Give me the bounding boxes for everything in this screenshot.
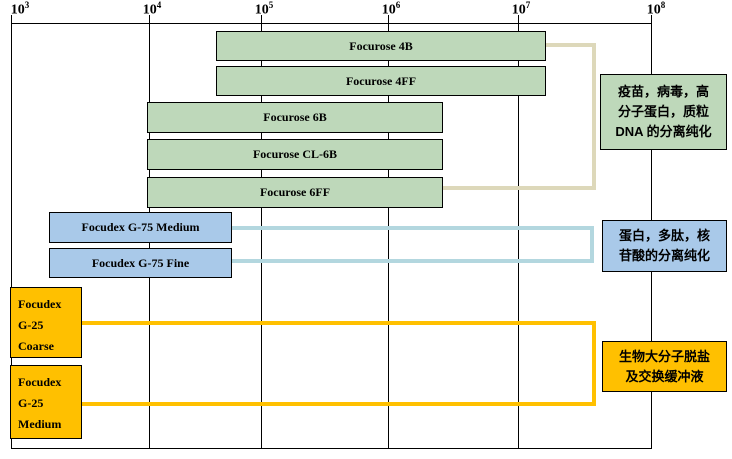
bar-focurose-6b: Focurose 6B (147, 102, 443, 133)
connector-g75-top (232, 226, 594, 230)
gridline-10e6 (388, 23, 389, 448)
axis-label-10e4: 104 (142, 0, 162, 18)
axis-label-10e6: 106 (381, 0, 401, 18)
annotation-line: 分子蛋白，质粒 (617, 104, 709, 119)
x-axis-line (11, 23, 652, 24)
tick-10e4 (149, 15, 150, 24)
bar-focudex-g25-medium: Focudex G-25 Medium (10, 365, 82, 439)
connector-agarose-vertical (592, 43, 596, 190)
bar-label: Focurose 6B (263, 110, 327, 124)
bar-label-line: Focudex (18, 297, 62, 311)
gridline-10e7 (518, 23, 519, 448)
tick-10e5 (261, 15, 262, 24)
bar-label: Focurose 4B (349, 38, 413, 53)
axis-label-10e3: 103 (10, 0, 30, 18)
bar-focurose-4ff: Focurose 4FF (216, 66, 546, 96)
annotation-g25-applications: 生物大分子脱盐 及交换缓冲液 (602, 341, 727, 392)
bar-label: Focurose 6FF (259, 185, 331, 199)
tick-10e6 (388, 15, 389, 24)
bar-focurose-cl-6b: Focurose CL-6B (147, 139, 443, 170)
gridline-10e3 (11, 23, 12, 448)
bar-label: Focudex G-75 Fine (91, 255, 190, 270)
annotation-line: 生物大分子脱盐 (618, 348, 710, 364)
bar-label: Focurose CL-6B (252, 147, 338, 161)
bar-focudex-g75-fine: Focudex G-75 Fine (49, 248, 232, 278)
connector-g25-bottom (82, 402, 596, 406)
axis-label-10e7: 107 (511, 0, 531, 18)
axis-label-10e8: 108 (646, 0, 666, 18)
bar-label: Focurose 4FF (345, 73, 417, 88)
annotation-line: 疫苗，病毒，高 (617, 84, 709, 99)
annotation-line: DNA 的分离纯化 (615, 124, 712, 139)
bar-label-line: Focudex (18, 375, 62, 389)
connector-agarose-top (545, 43, 596, 47)
bar-label: Focudex G-75 Medium (81, 220, 200, 234)
connector-agarose-bottom (443, 186, 596, 190)
tick-10e7 (518, 15, 519, 24)
bar-focurose-4b: Focurose 4B (216, 31, 546, 61)
annotation-line: 蛋白，多肽，核 (618, 228, 710, 243)
connector-g75-bottom (232, 259, 594, 263)
tick-10e8 (651, 15, 652, 24)
annotation-line: 及交换缓冲液 (625, 368, 704, 384)
connector-g25-vertical (592, 321, 596, 406)
bar-label-line: Coarse (18, 339, 54, 353)
connector-g75-vertical (590, 226, 594, 263)
bar-label-line: G-25 (18, 318, 44, 332)
bar-focurose-6ff: Focurose 6FF (147, 177, 443, 208)
annotation-line: 苷酸的分离纯化 (618, 248, 710, 263)
connector-g25-top (82, 321, 596, 325)
bar-focudex-g75-medium: Focudex G-75 Medium (49, 212, 232, 243)
bar-label-line: G-25 (18, 396, 44, 410)
annotation-g75-applications: 蛋白，多肽，核 苷酸的分离纯化 (602, 220, 727, 272)
axis-label-10e5: 105 (254, 0, 274, 18)
bar-label-line: Medium (18, 417, 62, 431)
gridline-10e5 (261, 23, 262, 448)
chart-bottom-border (11, 448, 652, 449)
bar-focudex-g25-coarse: Focudex G-25 Coarse (10, 287, 82, 358)
annotation-agarose-applications: 疫苗，病毒，高 分子蛋白，质粒 DNA 的分离纯化 (600, 74, 727, 150)
tick-10e3 (11, 15, 12, 24)
